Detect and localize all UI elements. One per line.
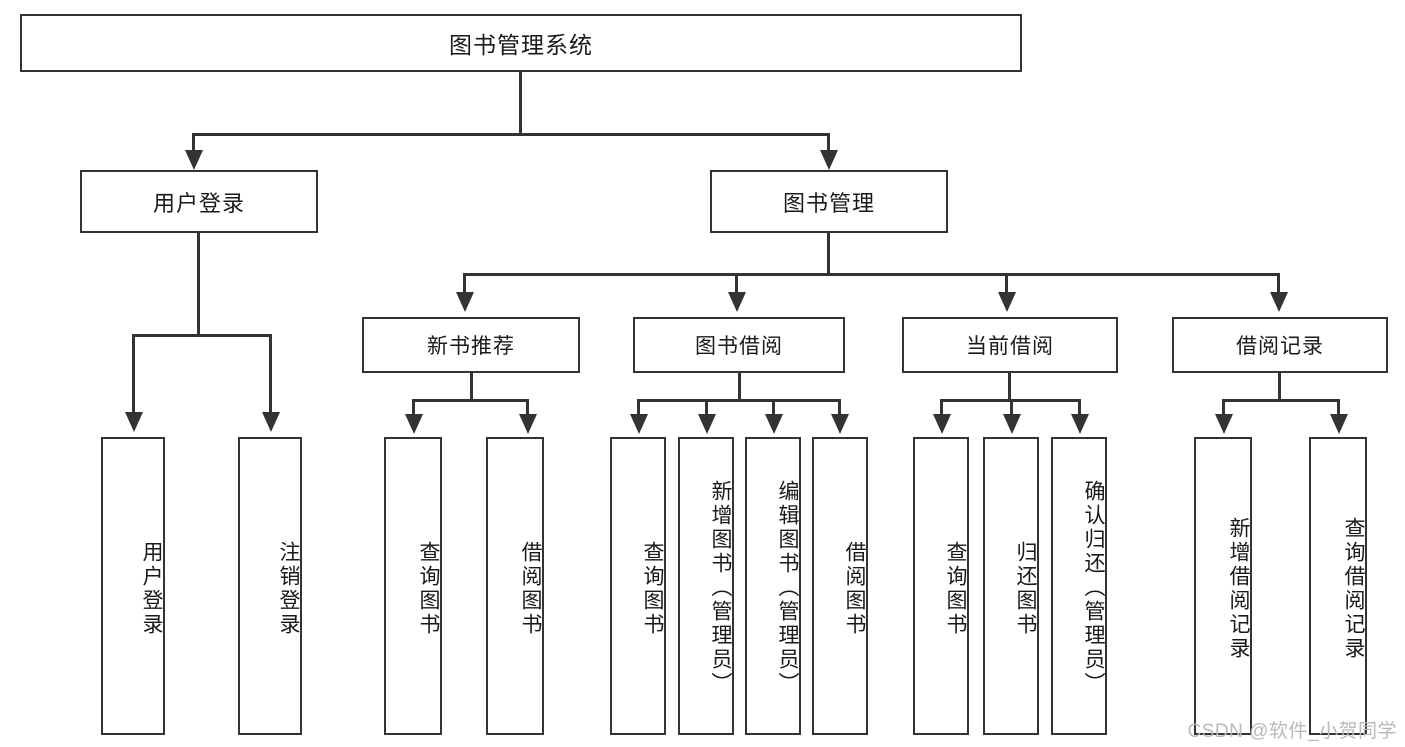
connector-br-drop-2 (1337, 399, 1340, 417)
connector-bm-drop-1 (463, 273, 466, 295)
arrow-to-leaf-edit-book (765, 414, 783, 434)
arrow-to-user-login (185, 150, 203, 170)
connector-bb-drop-2 (705, 399, 708, 417)
connector-user-login-bus (132, 334, 272, 337)
leaf-borrow-book-borrow[interactable]: 借阅图书 (812, 437, 868, 735)
connector-cb-drop-1 (940, 399, 943, 417)
arrow-to-leaf-confirm-return (1071, 414, 1089, 434)
connector-cb-drop-3 (1078, 399, 1081, 417)
arrow-to-leaf-logout (262, 412, 280, 432)
connector-bb-stem (738, 373, 741, 401)
arrow-to-leaf-return-book (1003, 414, 1021, 434)
connector-user-login-left-drop (132, 334, 135, 416)
leaf-query-book-current[interactable]: 查询图书 (913, 437, 969, 735)
connector-root-stem (519, 72, 522, 134)
connector-root-bus (192, 133, 830, 136)
node-new-book-recommend[interactable]: 新书推荐 (362, 317, 580, 373)
connector-cb-drop-2 (1010, 399, 1013, 417)
arrow-to-leaf-borrow-book-1 (519, 414, 537, 434)
arrow-to-leaf-query-book-1 (405, 414, 423, 434)
connector-bb-drop-3 (772, 399, 775, 417)
connector-nbr-drop-1 (412, 399, 415, 417)
connector-bm-drop-4 (1277, 273, 1280, 295)
connector-nbr-stem (470, 373, 473, 401)
connector-user-login-right-drop (269, 334, 272, 416)
arrow-to-leaf-add-book (698, 414, 716, 434)
connector-br-stem (1278, 373, 1281, 401)
arrow-to-new-book-recommend (456, 292, 474, 312)
connector-bm-drop-2 (735, 273, 738, 295)
connector-br-drop-1 (1222, 399, 1225, 417)
leaf-query-book-recommend[interactable]: 查询图书 (384, 437, 442, 735)
arrow-to-book-management (820, 150, 838, 170)
leaf-query-borrow-record[interactable]: 查询借阅记录 (1309, 437, 1367, 735)
connector-br-bus (1222, 399, 1340, 402)
connector-root-left-drop (192, 133, 195, 153)
connector-user-login-stem (197, 233, 200, 335)
arrow-to-leaf-query-record (1330, 414, 1348, 434)
leaf-query-book-borrow[interactable]: 查询图书 (610, 437, 666, 735)
leaf-add-borrow-record[interactable]: 新增借阅记录 (1194, 437, 1252, 735)
arrow-to-leaf-borrow-book-2 (831, 414, 849, 434)
arrow-to-leaf-query-book-3 (933, 414, 951, 434)
connector-nbr-bus (412, 399, 529, 402)
arrow-to-leaf-add-record (1215, 414, 1233, 434)
node-book-management[interactable]: 图书管理 (710, 170, 948, 233)
leaf-borrow-book-recommend[interactable]: 借阅图书 (486, 437, 544, 735)
connector-book-management-bus (463, 273, 1280, 276)
arrow-to-leaf-query-book-2 (630, 414, 648, 434)
connector-book-management-stem (827, 233, 830, 275)
node-user-login[interactable]: 用户登录 (80, 170, 318, 233)
arrow-to-book-borrow (728, 292, 746, 312)
leaf-return-book[interactable]: 归还图书 (983, 437, 1039, 735)
connector-bb-drop-4 (838, 399, 841, 417)
connector-nbr-drop-2 (526, 399, 529, 417)
node-book-borrow[interactable]: 图书借阅 (633, 317, 845, 373)
connector-bm-drop-3 (1005, 273, 1008, 295)
connector-cb-stem (1008, 373, 1011, 401)
connector-root-right-drop (827, 133, 830, 153)
connector-bb-bus (637, 399, 840, 402)
leaf-confirm-return-admin[interactable]: 确认归还（管理员） (1051, 437, 1107, 735)
arrow-to-current-borrow (998, 292, 1016, 312)
arrow-to-leaf-user-login (125, 412, 143, 432)
node-borrow-record[interactable]: 借阅记录 (1172, 317, 1388, 373)
leaf-add-book-admin[interactable]: 新增图书（管理员） (678, 437, 734, 735)
connector-bb-drop-1 (637, 399, 640, 417)
leaf-edit-book-admin[interactable]: 编辑图书（管理员） (745, 437, 801, 735)
node-current-borrow[interactable]: 当前借阅 (902, 317, 1118, 373)
leaf-logout[interactable]: 注销登录 (238, 437, 302, 735)
arrow-to-borrow-record (1270, 292, 1288, 312)
leaf-user-login[interactable]: 用户登录 (101, 437, 165, 735)
node-root-system[interactable]: 图书管理系统 (20, 14, 1022, 72)
